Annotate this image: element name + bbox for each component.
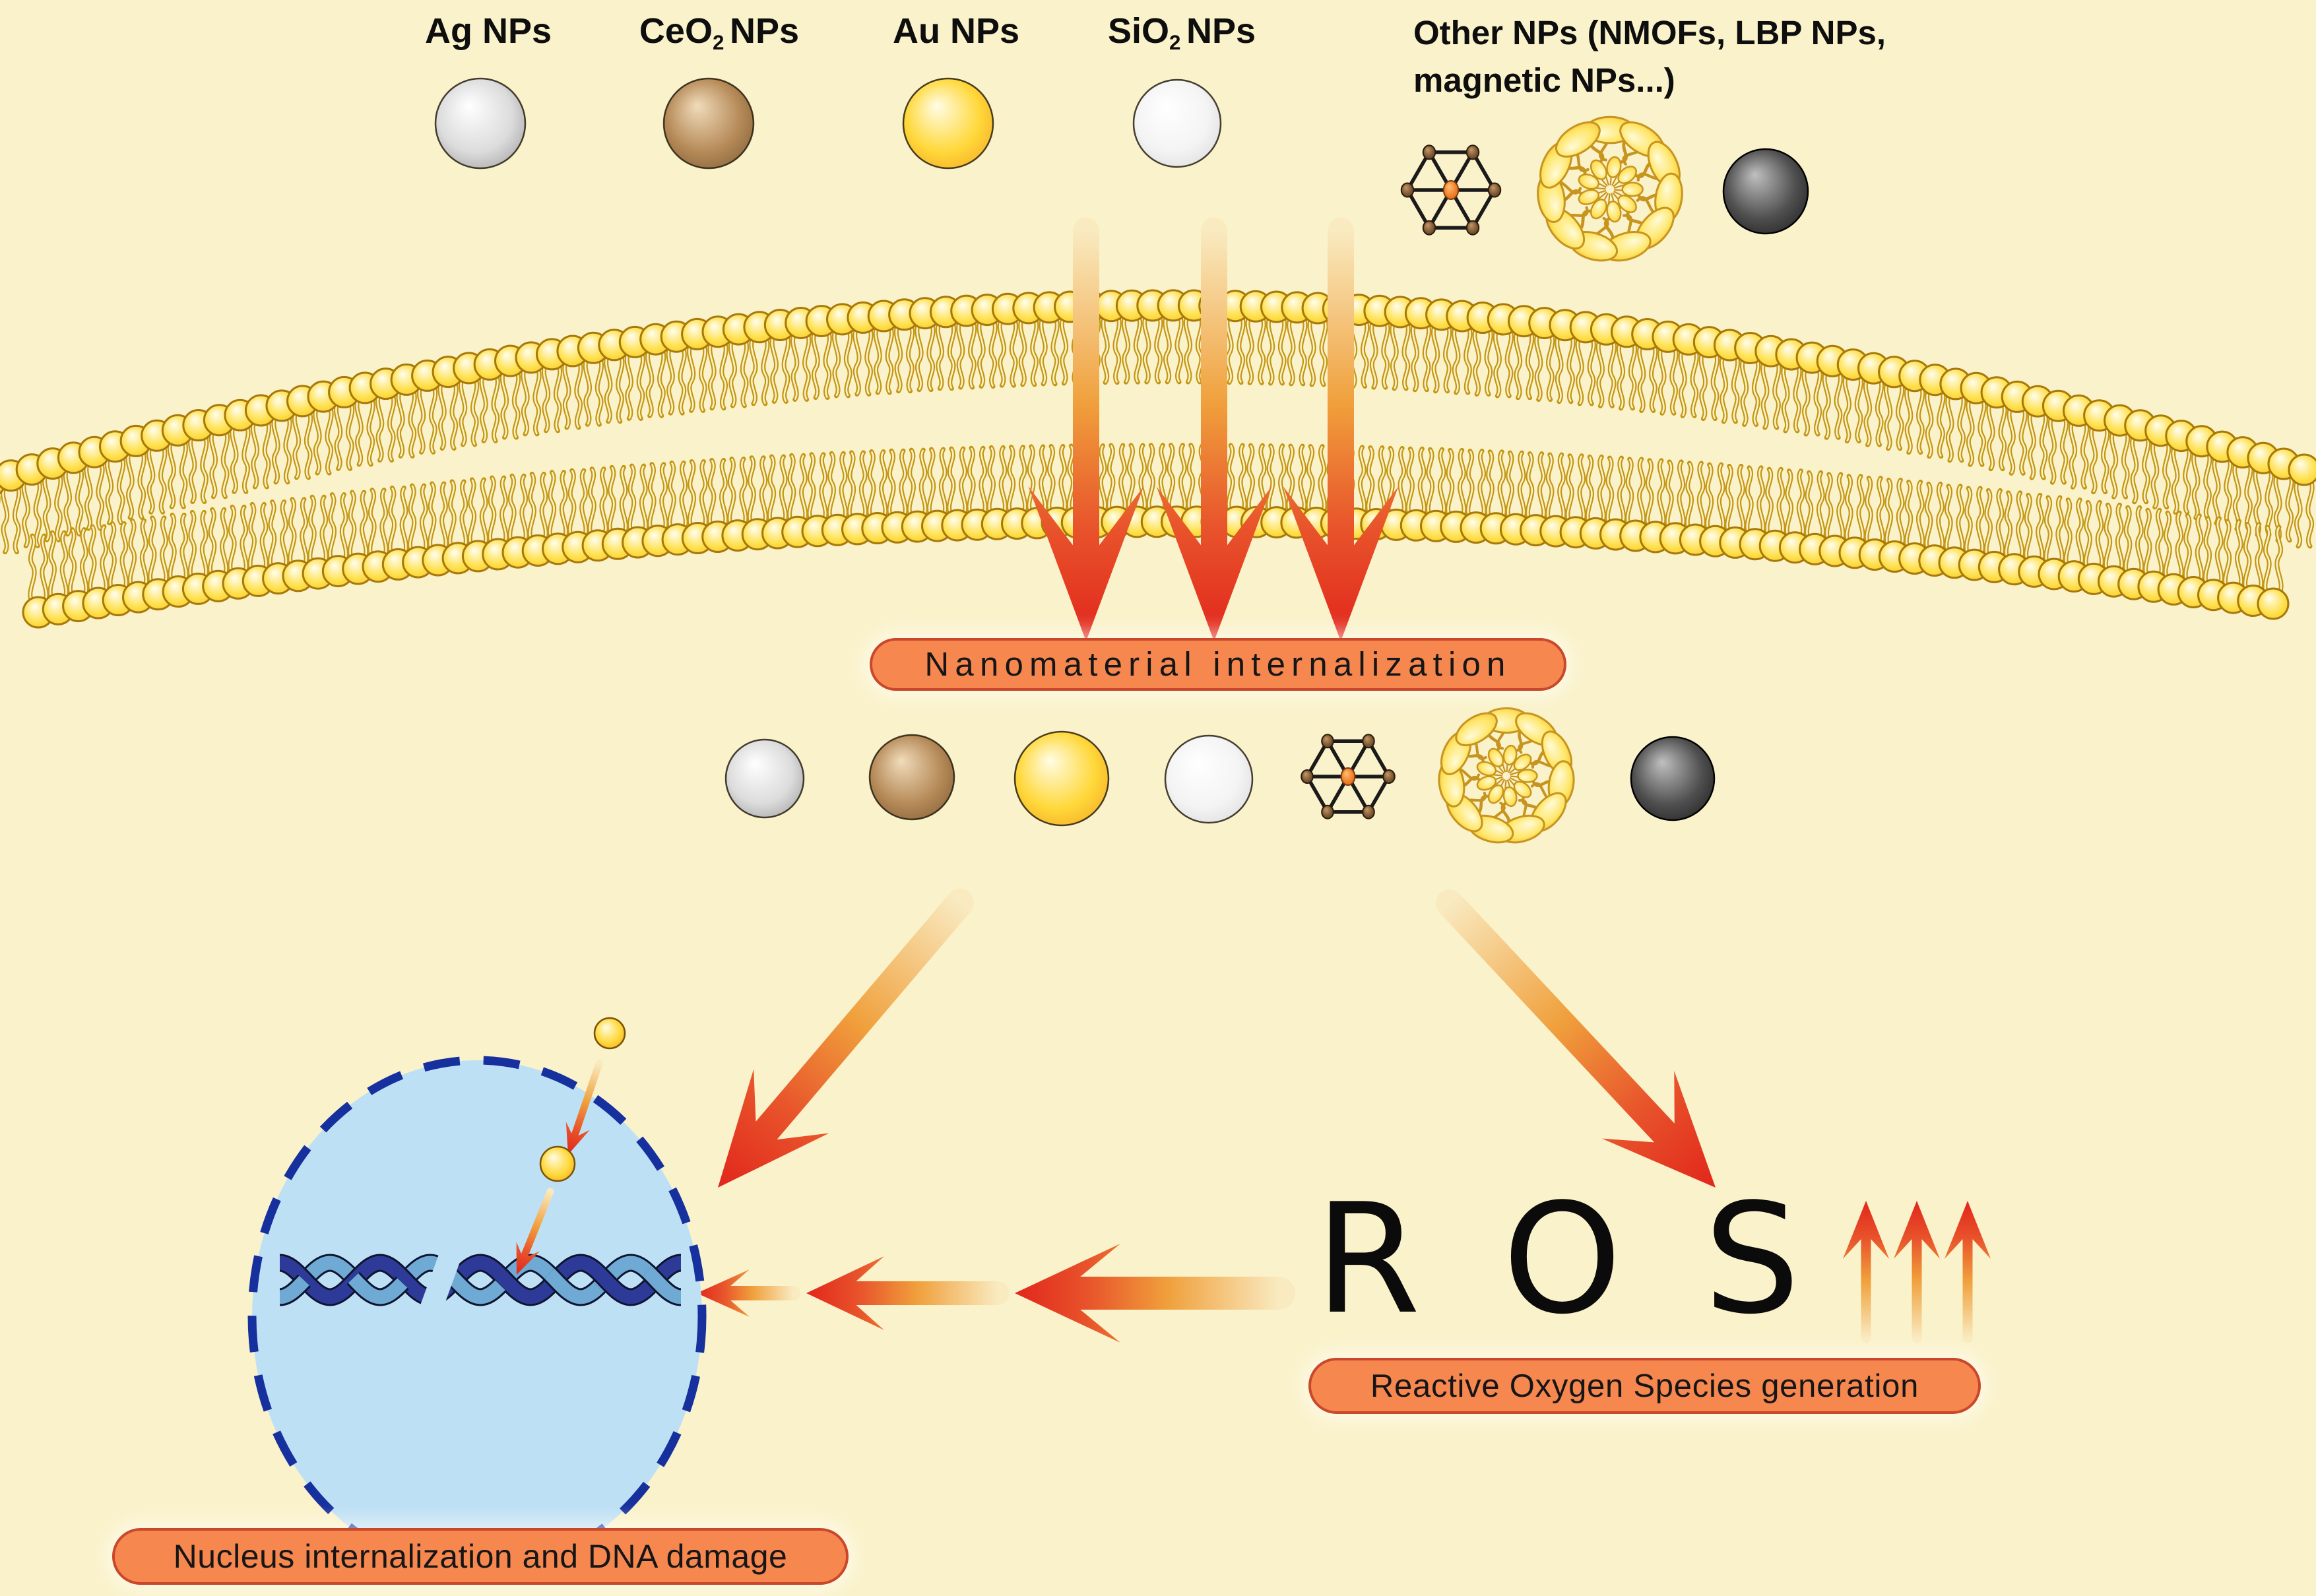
gold-np-entering-nucleus-icon [516,1017,626,1275]
label-other-line2: magnetic NPs...) [1413,61,1675,100]
label-other-line1: Other NPs (NMOFs, LBP NPs, [1413,14,1886,51]
nucleus-damage-text: Nucleus internalization and DNA damage [173,1538,788,1575]
label-other-nps: Other NPs (NMOFs, LBP NPs, magnetic NPs.… [1413,9,1886,105]
flow-arrows [697,218,1991,1343]
label-sio2-sub: 2 [1169,31,1181,55]
ros-generation-text: Reactive Oxygen Species generation [1370,1368,1919,1404]
label-ag-nps: Ag NPs [424,11,552,51]
label-ceo2-suffix: NPs [730,11,800,51]
ros-title: ROS [1315,1172,1882,1348]
nanomaterial-internalization-badge: Nanomaterial internalization [870,638,1566,691]
label-sio2-main: SiO [1107,11,1169,51]
lipid-bilayer-membrane-icon [0,289,2316,629]
ros-generation-badge: Reactive Oxygen Species generation [1308,1358,1981,1414]
nanoparticles-extracellular-row [434,77,1809,262]
label-ceo2-sub: 2 [712,31,724,55]
nucleus-damage-badge: Nucleus internalization and DNA damage [112,1528,849,1585]
dna-double-helix-icon [278,1237,683,1323]
nanoparticles-internalized-row [724,707,1716,844]
label-au-nps: Au NPs [892,11,1020,51]
label-sio2-suffix: NPs [1186,11,1256,51]
label-ceo2-main: CeO [639,11,713,51]
nucleus-icon [247,1056,707,1577]
nanomaterial-internalization-text: Nanomaterial internalization [924,645,1512,683]
